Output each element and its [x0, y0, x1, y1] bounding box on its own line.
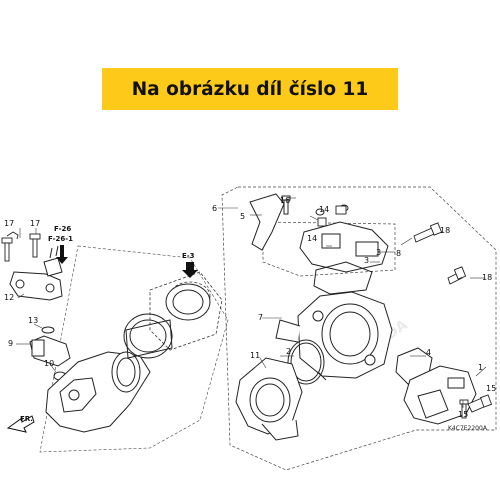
ref-e3: E-3 — [182, 252, 195, 260]
sensor-unit-1 — [403, 365, 477, 425]
label-3b: 3 — [364, 256, 369, 265]
diagram-code: K4C7E2200A — [448, 425, 488, 432]
label-17a: 17 — [4, 219, 14, 228]
assembly-frame — [221, 186, 497, 471]
nut-14-b — [317, 217, 327, 227]
intake-pipe — [45, 351, 151, 433]
label-1: 1 — [478, 363, 483, 372]
ref-f26-1: F-26-1 — [48, 235, 73, 243]
label-15b: 15 — [458, 410, 468, 419]
label-18b: 18 — [482, 273, 492, 282]
o-ring-2 — [287, 339, 327, 385]
label-13: 13 — [28, 316, 38, 325]
bolt-18-mid — [447, 266, 467, 285]
gasket-3 — [313, 261, 373, 295]
throttle-body-7 — [275, 291, 393, 379]
bolt-17-right — [29, 233, 41, 258]
label-6: 6 — [212, 204, 217, 213]
label-3a: 3 — [376, 248, 381, 257]
label-9: 9 — [8, 339, 13, 348]
label-15a: 15 — [486, 384, 496, 393]
throttle-sensor-3 — [299, 204, 389, 273]
ref-front: FR. — [20, 415, 33, 423]
label-10: 10 — [44, 359, 54, 368]
label-8: 8 — [396, 249, 401, 258]
injector-joint-12 — [9, 245, 63, 301]
label-2: 2 — [286, 347, 291, 356]
air-boot-band — [165, 283, 211, 321]
label-11: 11 — [250, 351, 260, 360]
leader-lines — [16, 197, 487, 408]
label-7: 7 — [258, 313, 263, 322]
left-frame — [39, 245, 229, 453]
reference-arrow-icon — [56, 245, 198, 278]
front-arrow-icon — [6, 415, 35, 433]
label-5: 5 — [240, 212, 245, 221]
insulator-11 — [235, 357, 303, 441]
band-clamp — [123, 313, 173, 359]
bolt-18-top — [413, 222, 443, 243]
label-16: 16 — [280, 196, 290, 205]
bolt-15-a — [467, 394, 493, 413]
bolt-17-left — [1, 231, 19, 262]
label-18a: 18 — [440, 226, 450, 235]
part-number-banner: Na obrázku díl číslo 11 — [102, 68, 398, 110]
label-4: 4 — [426, 348, 431, 357]
label-14a: 14 — [319, 205, 329, 214]
banner-text: Na obrázku díl číslo 11 — [131, 78, 369, 100]
bolt-15-b — [459, 399, 469, 419]
nut-14-a — [335, 205, 347, 215]
sensor-9 — [29, 326, 71, 381]
label-14b: 14 — [307, 234, 317, 243]
subassembly-frame — [262, 221, 396, 277]
label-17b: 17 — [30, 219, 40, 228]
ref-f26: F-26 — [54, 225, 71, 233]
label-12: 12 — [4, 293, 14, 302]
